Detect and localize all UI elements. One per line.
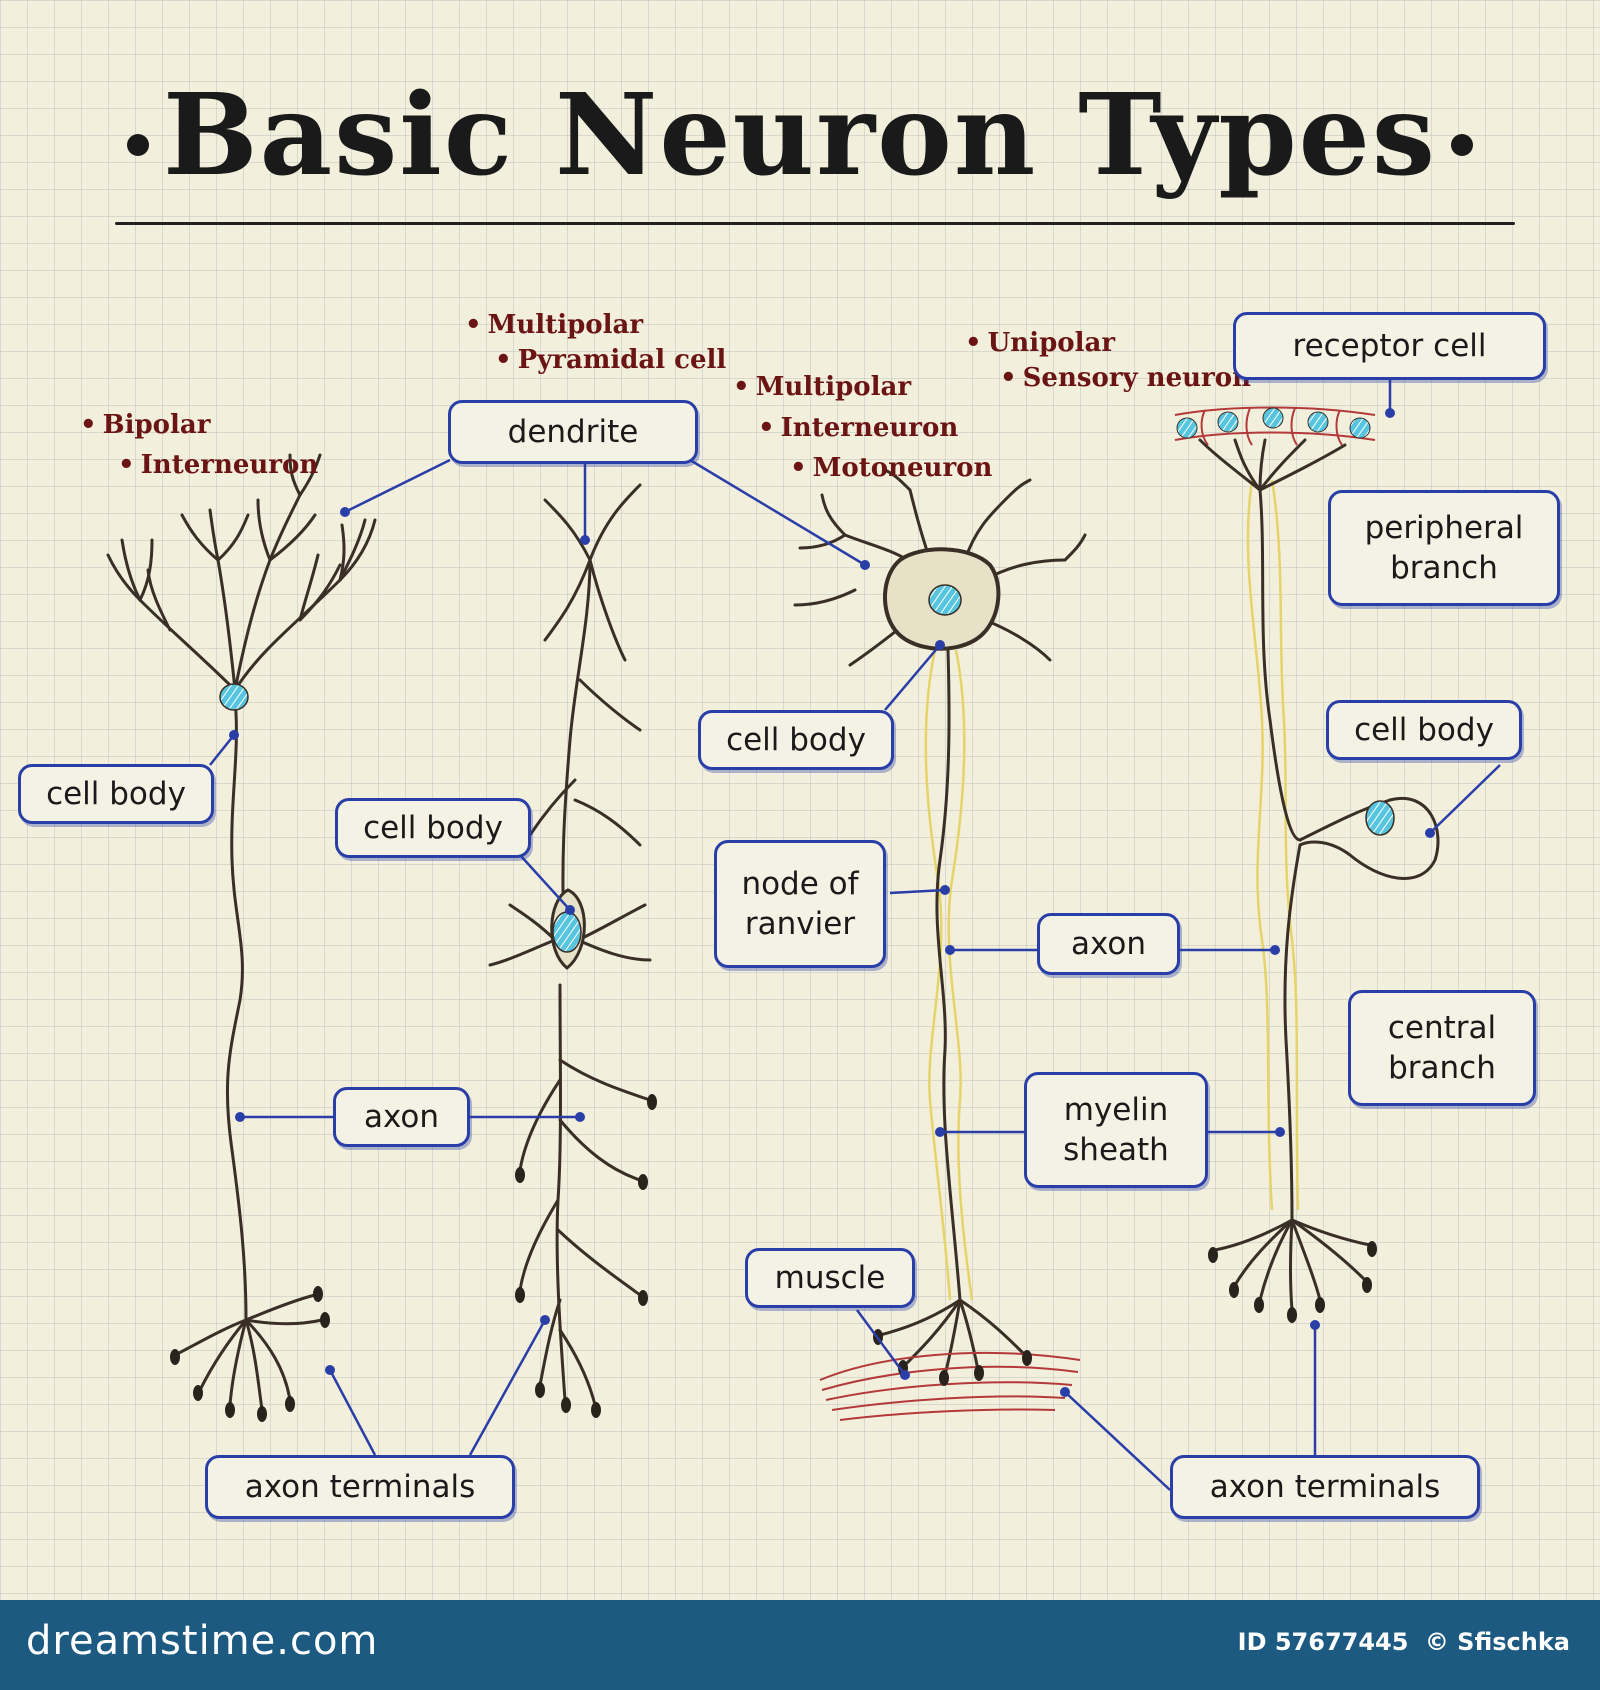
label-peripheral-branch: peripheral branch: [1328, 490, 1560, 606]
pyramidal-axon-terminal-bulbs: [515, 1094, 657, 1418]
tag-unipolar: Unipolar: [965, 328, 1115, 358]
tag-multipolar: Multipolar: [465, 310, 643, 340]
receptor-cells: [1174, 406, 1376, 446]
node-of-ranvier-line-1: node of: [741, 866, 859, 902]
footer-credit: ID 57677445 © Sfischka: [1230, 1628, 1570, 1656]
label-node-of-ranvier: node of ranvier: [714, 840, 886, 968]
title-bullet-icon: [1450, 133, 1473, 156]
tag-pyramidal-cell: Pyramidal cell: [495, 345, 727, 375]
tag-interneuron: Interneuron: [118, 450, 319, 480]
tag-multipolar: Multipolar: [733, 372, 911, 402]
bipolar-axon-terminal-bulbs: [170, 1286, 330, 1422]
label-cell-body-motoneuron: cell body: [698, 710, 894, 770]
tag-motoneuron: Motoneuron: [790, 453, 993, 483]
label-muscle: muscle: [745, 1248, 915, 1308]
label-receptor-cell: receptor cell: [1233, 312, 1546, 380]
label-axon-terminals-right: axon terminals: [1170, 1455, 1480, 1519]
tag-sensory-neuron: Sensory neuron: [1000, 363, 1251, 393]
node-of-ranvier-line-2: ranvier: [744, 906, 856, 942]
label-central-branch: central branch: [1348, 990, 1536, 1106]
author-credit: © Sfischka: [1424, 1628, 1570, 1656]
myelin-sheath-left: [924, 649, 974, 1301]
sensory-nucleus: [1365, 800, 1395, 836]
tag-bipolar: Bipolar: [80, 410, 211, 440]
bipolar-neuron: [106, 453, 377, 1412]
image-id: ID 57677445: [1237, 1628, 1409, 1656]
footer-bar: dreamstime.com ID 57677445 © Sfischka: [0, 1600, 1600, 1690]
muscle-fibers: [819, 1351, 1081, 1421]
myelin-sheath-line-1: myelin: [1063, 1092, 1169, 1128]
label-cell-body-bipolar: cell body: [18, 764, 214, 824]
central-branch-line-2: branch: [1388, 1050, 1496, 1086]
title-bullet-icon: [127, 133, 150, 156]
page-title: Basic Neuron Types: [0, 70, 1600, 201]
footer-logo: dreamstime.com: [26, 1618, 379, 1664]
motoneuron-soma: [883, 547, 1001, 651]
sensory-terminal-bulbs: [1208, 1241, 1377, 1323]
myelin-sheath-line-2: sheath: [1063, 1132, 1169, 1168]
label-myelin-sheath: myelin sheath: [1024, 1072, 1208, 1188]
central-branch-line-1: central: [1387, 1010, 1497, 1046]
pyramidal-nucleus: [552, 911, 582, 953]
label-dendrite: dendrite: [448, 400, 698, 464]
myelin-sheath-right: [1246, 479, 1300, 1211]
label-cell-body-sensory: cell body: [1326, 700, 1522, 760]
label-cell-body-pyramidal: cell body: [335, 798, 531, 858]
pyramidal-neuron: [488, 483, 652, 1407]
title-underline: [115, 222, 1515, 225]
label-axon-left: axon: [333, 1087, 470, 1147]
bipolar-nucleus: [219, 683, 249, 711]
title-text: Basic Neuron Types: [163, 70, 1437, 201]
label-axon-right: axon: [1037, 913, 1180, 975]
leader-lines: [209, 380, 1501, 1491]
peripheral-branch-line-1: peripheral: [1364, 510, 1524, 546]
leader-dots: [229, 408, 1435, 1397]
tag-interneuron: Interneuron: [758, 413, 959, 443]
sensory-neuron: [1198, 438, 1440, 1312]
label-axon-terminals-left: axon terminals: [205, 1455, 515, 1519]
neuron-drawings: [106, 380, 1501, 1491]
peripheral-branch-line-2: branch: [1390, 550, 1498, 586]
